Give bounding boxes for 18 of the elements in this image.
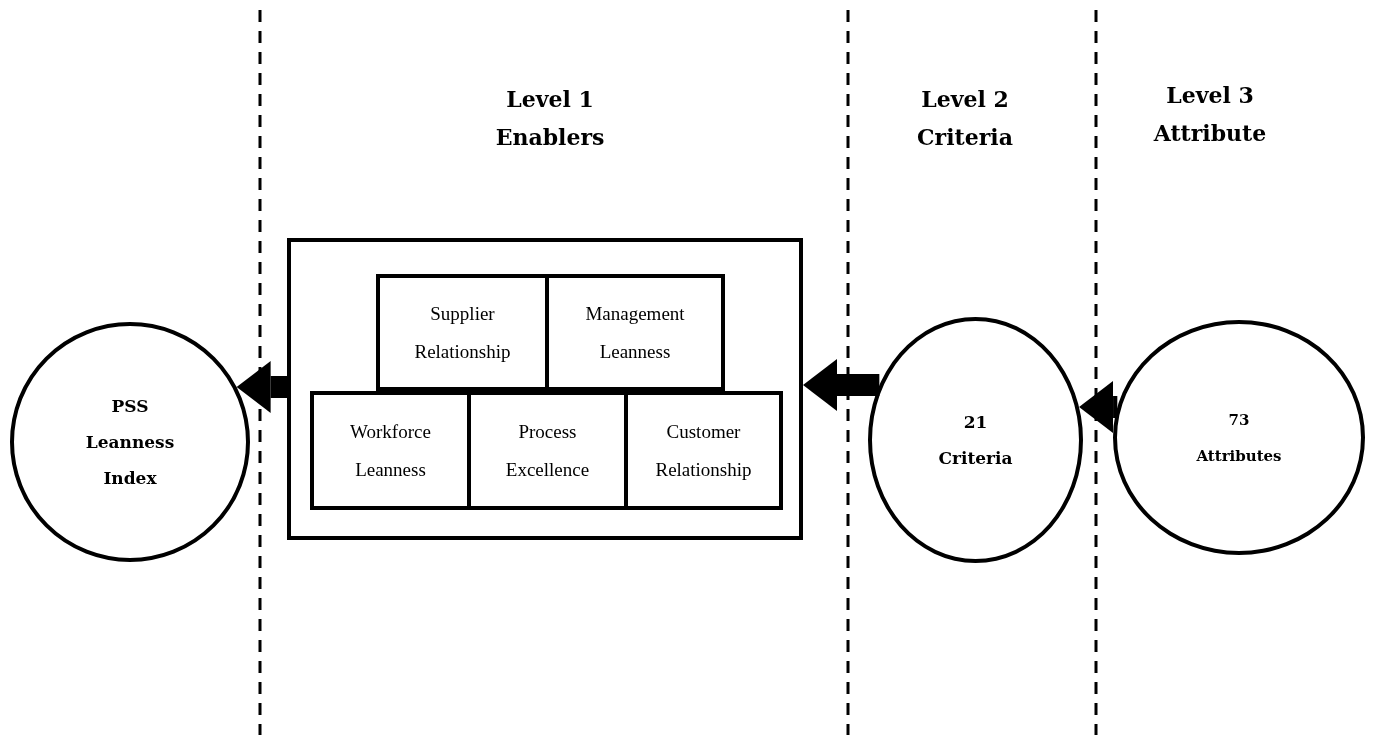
enabler-label: Workforce Leanness bbox=[349, 419, 432, 482]
enabler-label: Management Leanness bbox=[584, 301, 686, 364]
level-heading: Level 2 bbox=[920, 85, 1010, 114]
thick-arrow bbox=[236, 361, 287, 413]
thick-arrow bbox=[803, 359, 880, 411]
enabler-label: Supplier Relationship bbox=[413, 301, 512, 364]
level-heading: Level 1 bbox=[505, 85, 595, 114]
thick-arrow bbox=[1079, 381, 1118, 433]
circle-label: PSS Leanness Index bbox=[84, 395, 176, 490]
level-heading: Attribute bbox=[1152, 119, 1268, 148]
level-heading: Criteria bbox=[916, 123, 1014, 152]
level-heading: Enablers bbox=[494, 123, 606, 152]
enablers-box bbox=[287, 238, 803, 540]
circle-label: 21 Criteria bbox=[937, 411, 1014, 470]
level-heading: Level 3 bbox=[1165, 81, 1255, 110]
circle-label: 73 Attributes bbox=[1195, 409, 1283, 467]
enabler-label: Customer Relationship bbox=[654, 419, 753, 482]
enabler-label: Process Excellence bbox=[504, 419, 591, 482]
